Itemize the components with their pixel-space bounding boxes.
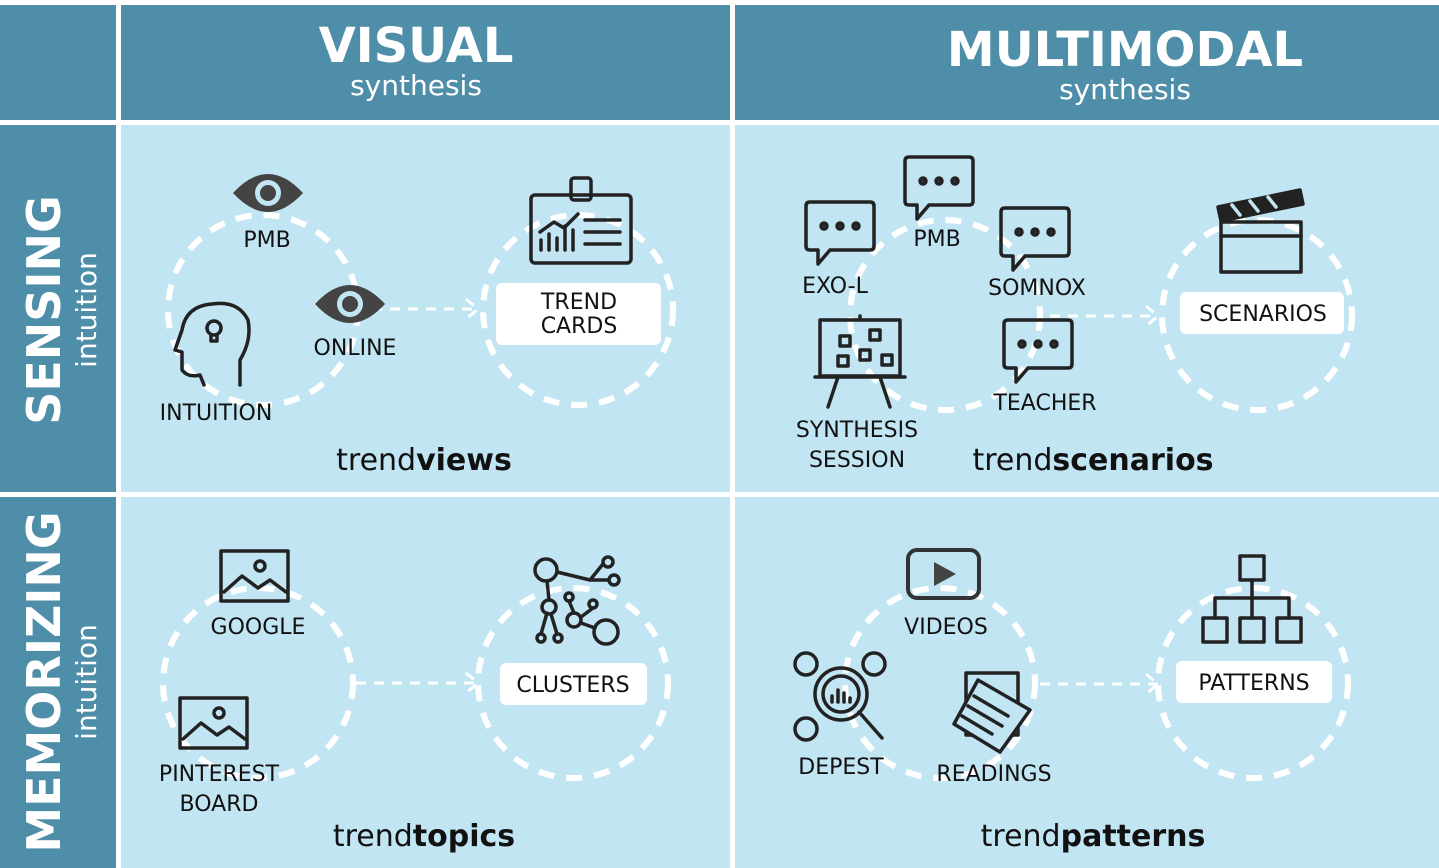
eye-icon xyxy=(315,285,385,323)
quadrant-title-trendscenarios: trendscenarios xyxy=(972,443,1213,478)
board-icon xyxy=(813,314,907,409)
row-title-sensing: SENSING xyxy=(17,195,71,425)
label-pmb: PMB xyxy=(243,228,290,253)
column-subtitle-multimodal: synthesis xyxy=(1059,73,1191,106)
corner-cell xyxy=(0,5,116,120)
hierarchy-icon xyxy=(1201,554,1303,644)
output-circle xyxy=(1155,585,1351,781)
output-circle xyxy=(480,212,676,408)
label-exo-l: EXO-L xyxy=(802,274,868,299)
label-session: SESSION xyxy=(809,448,905,473)
image-icon xyxy=(178,696,249,750)
eye-icon xyxy=(233,174,303,212)
head-lightbulb-icon xyxy=(173,301,251,387)
label-online: ONLINE xyxy=(314,336,397,361)
column-title-visual: VISUAL xyxy=(319,18,514,74)
output-box-scenarios xyxy=(1180,292,1344,334)
label-teacher: TEACHER xyxy=(992,391,1096,416)
quadrant-title-trendtopics: trendtopics xyxy=(333,819,515,854)
output-box-patterns xyxy=(1176,661,1332,703)
arrow xyxy=(1050,304,1161,328)
source-circle xyxy=(160,585,356,781)
output-box-trend-cards xyxy=(496,283,661,345)
output-box-clusters xyxy=(500,663,647,705)
label-pinterest: PINTEREST xyxy=(159,762,280,787)
output-label-line2: CARDS xyxy=(541,314,618,339)
label-videos: VIDEOS xyxy=(904,615,988,640)
output-circle xyxy=(475,585,671,781)
label-google: GOOGLE xyxy=(211,615,306,640)
id-badge-chart-icon xyxy=(529,176,633,265)
header-multimodal xyxy=(735,5,1439,120)
row-header-sensing xyxy=(0,125,116,492)
image-icon xyxy=(219,549,290,603)
source-circle xyxy=(847,217,1043,413)
column-title-multimodal: MULTIMODAL xyxy=(947,22,1303,78)
quadrant-title-trendviews: trendviews xyxy=(336,443,512,478)
arrow xyxy=(1040,672,1161,696)
output-label-line1: TREND xyxy=(540,290,617,315)
documents-icon xyxy=(952,671,1032,754)
row-subtitle-memorizing: intuition xyxy=(70,624,103,740)
column-subtitle-visual: synthesis xyxy=(350,69,482,102)
row-title-memorizing: MEMORIZING xyxy=(17,511,71,852)
clapperboard-icon xyxy=(1216,188,1305,274)
label-readings: READINGS xyxy=(936,762,1051,787)
arrow xyxy=(372,297,481,321)
label-pmb: PMB xyxy=(913,227,960,252)
row-header-memorizing xyxy=(0,497,116,868)
header-visual xyxy=(121,5,730,120)
output-label-patterns: PATTERNS xyxy=(1198,671,1309,696)
label-board: BOARD xyxy=(180,792,259,817)
speech-bubble-icon xyxy=(903,155,975,221)
output-label-clusters: CLUSTERS xyxy=(516,673,629,698)
label-depest: DEPEST xyxy=(798,755,884,780)
arrow xyxy=(356,671,481,695)
quadrant-title-trendpatterns: trendpatterns xyxy=(981,819,1206,854)
source-circle xyxy=(842,585,1038,781)
output-label-scenarios: SCENARIOS xyxy=(1199,302,1327,327)
people-search-icon xyxy=(793,651,887,742)
label-intuition: INTUITION xyxy=(160,401,273,426)
speech-bubble-icon xyxy=(999,206,1071,272)
output-circle xyxy=(1159,217,1355,413)
row-subtitle-sensing: intuition xyxy=(70,252,103,368)
label-synthesis: SYNTHESIS xyxy=(796,418,918,443)
network-icon xyxy=(533,555,621,646)
label-somnox: SOMNOX xyxy=(988,276,1086,301)
speech-bubble-icon xyxy=(1002,318,1074,384)
video-play-icon xyxy=(906,548,981,600)
speech-bubble-icon xyxy=(804,200,876,266)
cell-multimodal-memorizing xyxy=(735,497,1439,868)
